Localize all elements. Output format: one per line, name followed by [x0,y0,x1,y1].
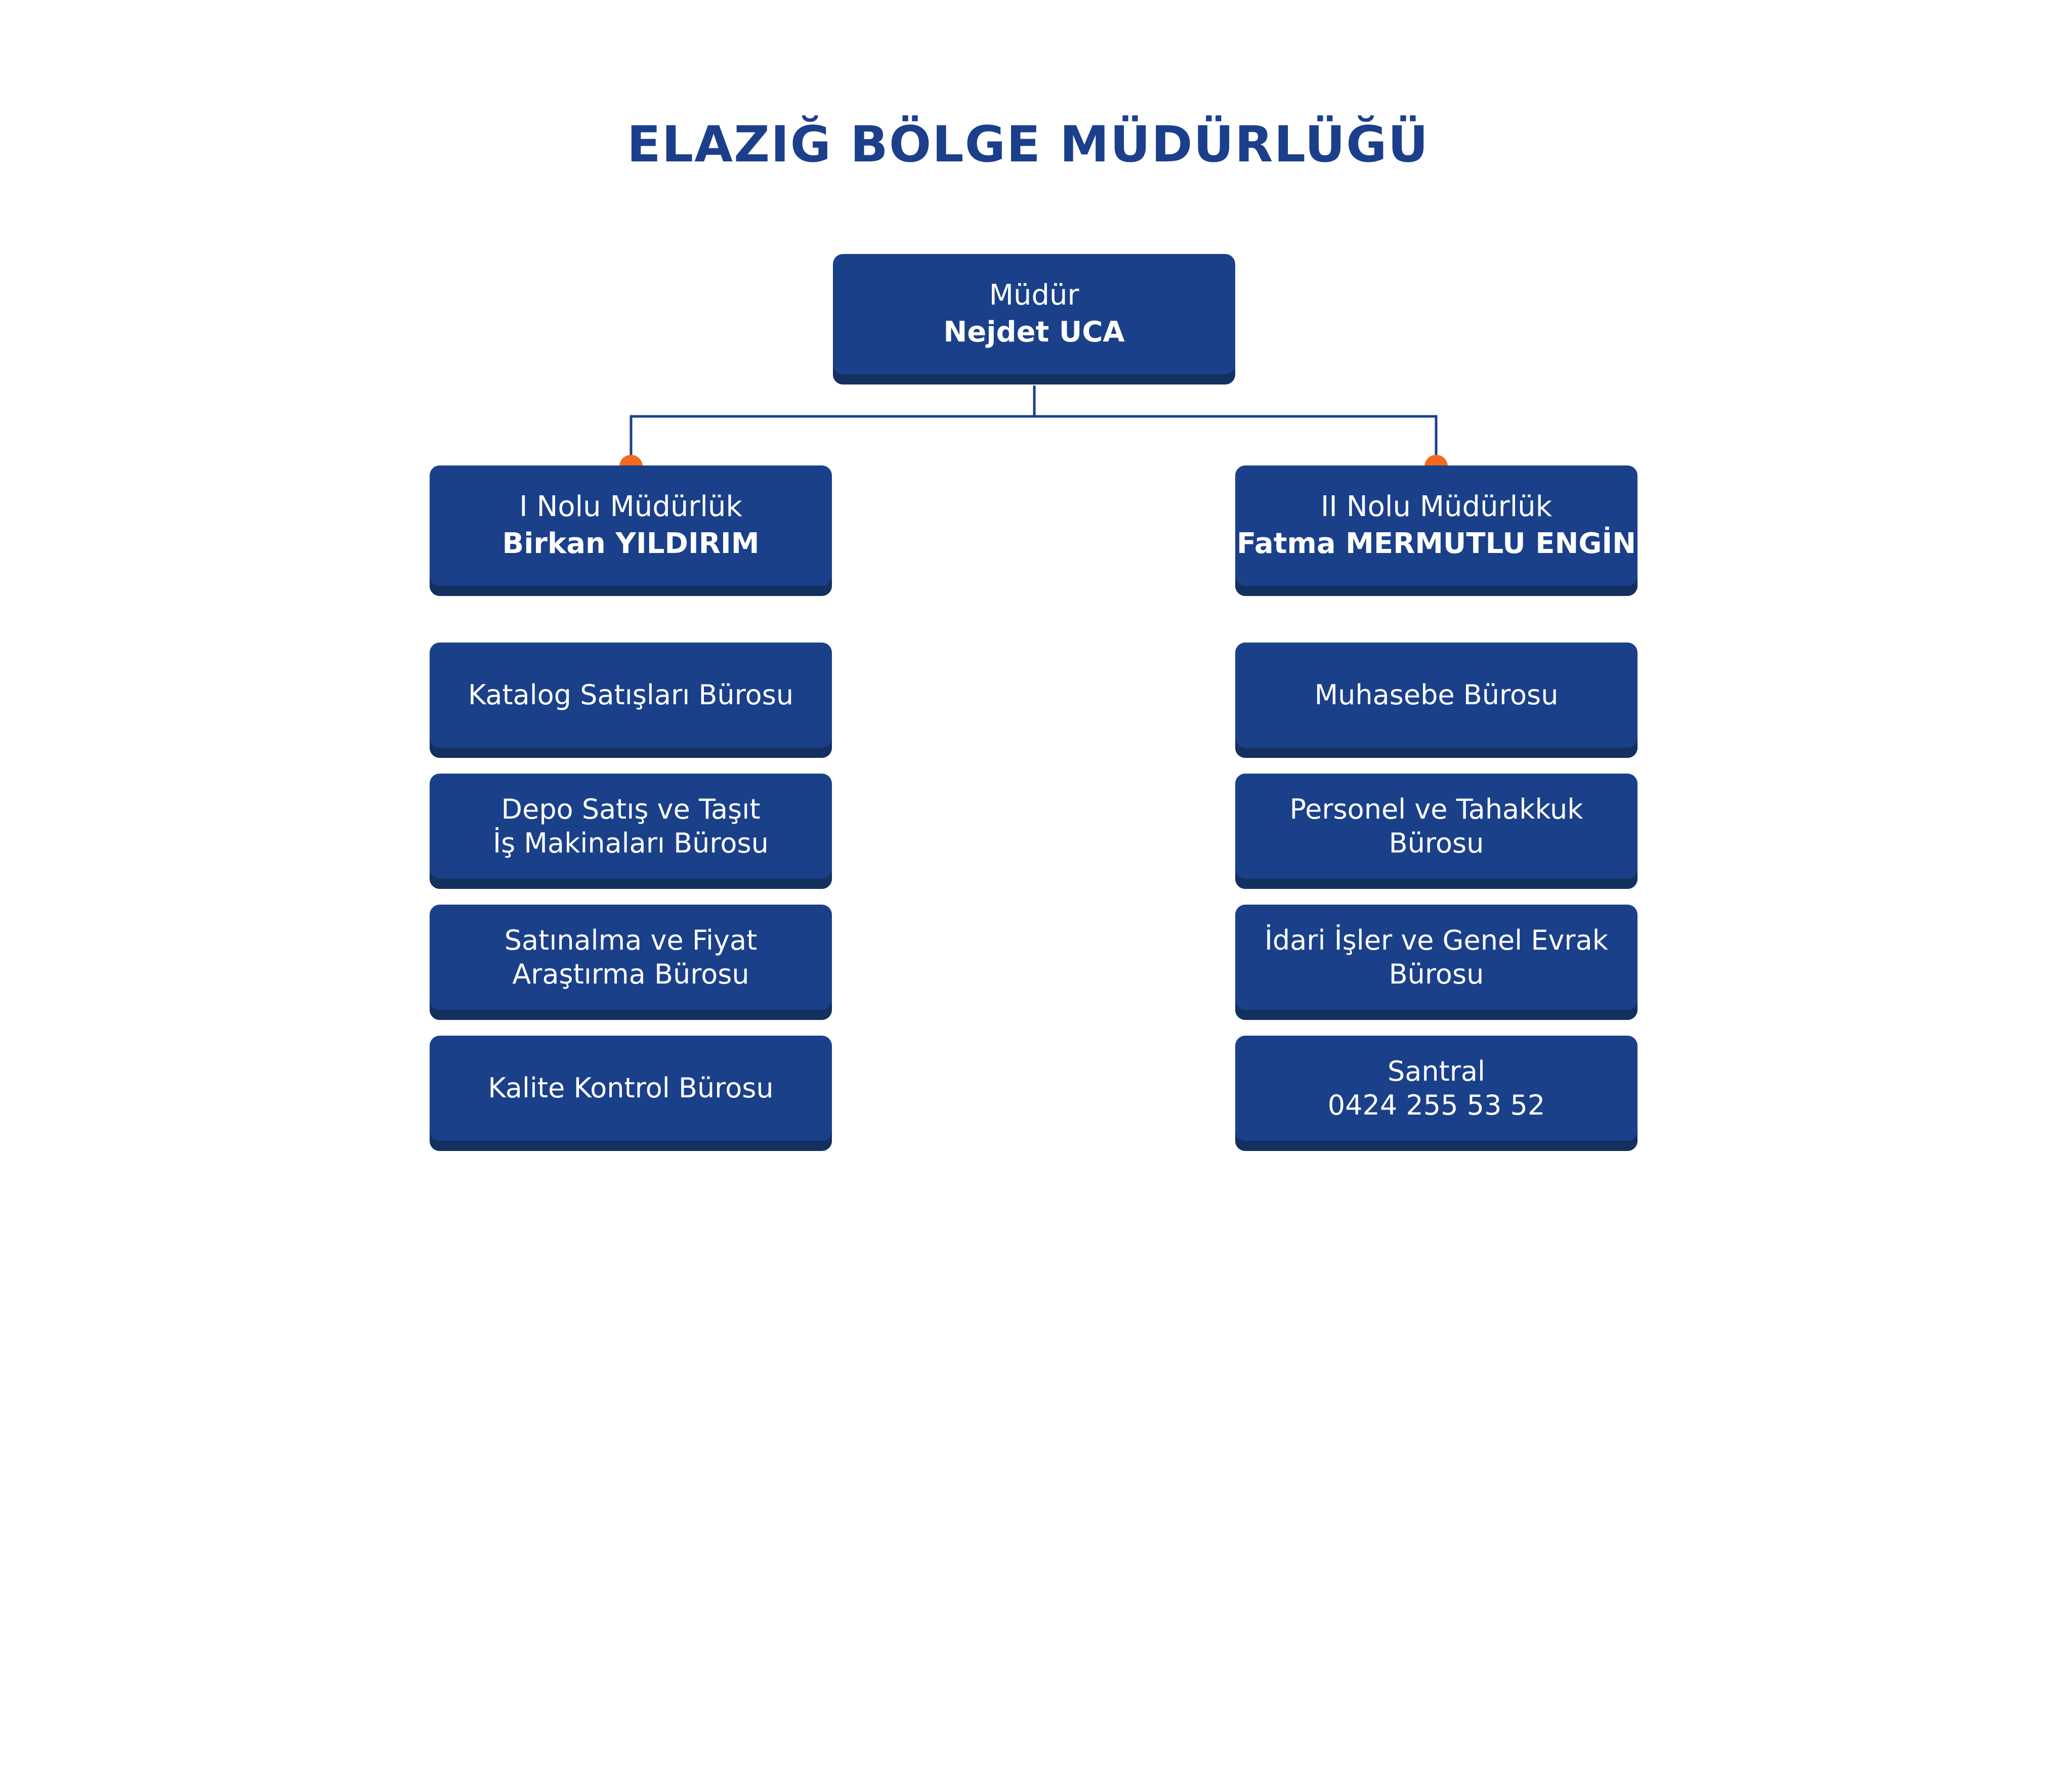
branch-role: I Nolu Müdürlük [519,490,742,524]
office-box: Personel ve Tahakkuk Bürosu [1235,774,1638,889]
office-label: Katalog Satışları Bürosu [468,679,794,711]
branch-manager-name: Birkan YILDIRIM [502,527,760,560]
office-box: İdari İşler ve Genel Evrak Bürosu [1235,905,1638,1020]
office-label: Muhasebe Bürosu [1314,679,1559,711]
director-role: Müdür [989,279,1079,312]
branch-box-1: I Nolu Müdürlük Birkan YILDIRIM [430,465,832,596]
office-box: Katalog Satışları Bürosu [430,643,832,758]
director-name: Nejdet UCA [943,316,1125,349]
office-box: Satınalma ve Fiyat Araştırma Bürosu [430,905,832,1020]
branch-box-2: II Nolu Müdürlük Fatma MERMUTLU ENGİN [1235,465,1638,596]
page-title: ELAZIĞ BÖLGE MÜDÜRLÜĞÜ [626,116,1430,174]
office-label: Personel ve Tahakkuk Bürosu [1289,793,1583,860]
office-label: İdari İşler ve Genel Evrak Bürosu [1265,924,1608,991]
branch-manager-name: Fatma MERMUTLU ENGİN [1236,527,1637,560]
office-box: Muhasebe Bürosu [1235,643,1638,758]
office-box: Depo Satış ve Taşıt İş Makinaları Bürosu [430,774,832,889]
director-box: Müdür Nejdet UCA [833,254,1235,385]
office-label: Depo Satış ve Taşıt İş Makinaları Bürosu [493,793,769,860]
office-label: Santral 0424 255 53 52 [1327,1055,1545,1122]
office-box: Santral 0424 255 53 52 [1235,1036,1638,1151]
office-label: Satınalma ve Fiyat Araştırma Bürosu [504,924,758,991]
office-box: Kalite Kontrol Bürosu [430,1036,832,1151]
branch-role: II Nolu Müdürlük [1320,490,1553,524]
office-label: Kalite Kontrol Bürosu [488,1072,774,1104]
